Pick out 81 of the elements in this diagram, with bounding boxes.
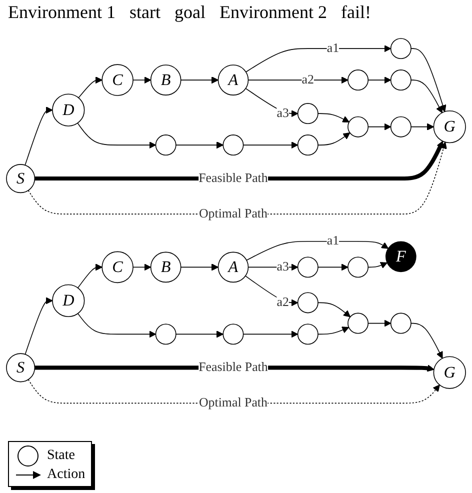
arrow: [245, 276, 298, 307]
edge-label: a1: [326, 234, 340, 248]
arrow: [368, 124, 392, 131]
arrow: [245, 88, 298, 118]
arrow: [368, 76, 392, 84]
arrow: [78, 76, 102, 99]
node-circle: [297, 324, 318, 345]
label-text: start: [129, 2, 160, 23]
label-text: Environment 2: [219, 2, 327, 23]
arrow: [34, 141, 444, 181]
label-text: goal: [174, 2, 206, 23]
node-circle: [155, 324, 176, 345]
arrow: [410, 323, 443, 359]
node-circle: D: [52, 284, 85, 318]
node-circle: G: [433, 110, 466, 144]
node-circle: [297, 134, 318, 156]
arrow: [176, 330, 224, 338]
node-circle: [348, 313, 369, 334]
edge-label: Feasible Path: [198, 360, 268, 374]
node-circle: [390, 38, 412, 60]
arrow: [368, 320, 392, 328]
edge-label: a2: [276, 296, 289, 310]
edge-label: a2: [302, 73, 314, 87]
arrow: [77, 313, 156, 338]
edge-label: Optimal Path: [198, 207, 268, 221]
node-circle: B: [150, 64, 182, 96]
node-circle: [297, 103, 318, 124]
arrow: [318, 302, 351, 318]
node-circle: [348, 257, 369, 278]
node-circle: B: [150, 252, 182, 283]
label-text: Environment 1: [8, 2, 116, 23]
node-circle: [390, 116, 412, 138]
arrow: [368, 262, 388, 269]
arrow: [242, 142, 298, 149]
node-circle: C: [102, 252, 134, 284]
node-circle: [297, 292, 318, 314]
arrow: [318, 113, 350, 123]
node-circle: [297, 257, 318, 278]
node-circle: [222, 134, 244, 156]
node-circle: A: [218, 64, 249, 96]
arrow: [77, 122, 156, 149]
arrow: [246, 241, 389, 261]
arrow: [132, 264, 152, 272]
arrow: [176, 142, 224, 149]
arrow: [318, 326, 350, 335]
arrow: [410, 48, 446, 112]
edge-label: Optimal Path: [198, 396, 268, 410]
arrow: [180, 264, 219, 272]
node-circle: S: [6, 164, 36, 194]
arrow: [24, 106, 53, 166]
edge-label: Feasible Path: [198, 172, 268, 186]
edge-label: a3: [276, 106, 289, 120]
node-circle: A: [218, 252, 249, 283]
legend-label: State: [47, 448, 75, 464]
legend-label: Action: [47, 467, 86, 483]
arrow: [180, 76, 219, 84]
node-circle: C: [102, 64, 134, 96]
node-circle: [222, 324, 244, 345]
label-text: fail!: [340, 2, 371, 23]
arrow: [242, 330, 298, 338]
node-circle: [348, 116, 369, 138]
arrow: [77, 264, 102, 289]
arrow: [410, 80, 442, 114]
node-circle: F: [385, 242, 416, 272]
node-circle: D: [52, 94, 85, 127]
arrow: [132, 76, 152, 84]
arrow: [318, 264, 348, 272]
arrow: [28, 142, 447, 215]
arrow: [248, 76, 348, 84]
edge-label: a1: [326, 42, 340, 56]
node-circle: [348, 70, 369, 91]
node-circle: [155, 134, 176, 156]
arrow: [318, 132, 350, 146]
arrow: [246, 45, 392, 73]
node-circle: S: [6, 353, 36, 383]
arrow: [24, 297, 53, 356]
node-circle: [390, 70, 412, 91]
node-circle: [390, 313, 412, 334]
node-circle: G: [433, 356, 466, 390]
edge-label: a3: [276, 260, 289, 274]
arrow: [410, 124, 434, 131]
